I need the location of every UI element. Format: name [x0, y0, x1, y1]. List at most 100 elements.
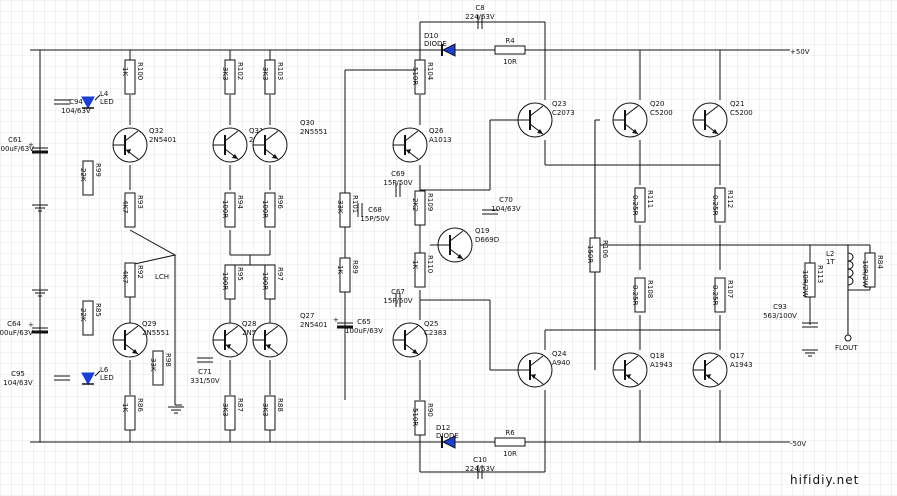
resistor-ref: R98 — [164, 353, 172, 367]
transistor-ref: Q24 — [552, 350, 567, 358]
resistor-ref: R93 — [136, 195, 144, 209]
resistor-ref: R90 — [426, 403, 434, 417]
transistor-ref: Q21 — [730, 100, 744, 108]
capacitor-ref: C10 — [473, 456, 487, 464]
resistor-ref: R111 — [646, 190, 654, 208]
resistor-ref: R89 — [351, 260, 359, 274]
resistor-value: 10R/2W — [801, 270, 809, 298]
lch-net-label: LCH — [155, 273, 169, 281]
resistor-value: 100R — [221, 200, 229, 218]
capacitor-value: 563/100V — [763, 312, 797, 320]
transistor-ref: Q31 — [249, 127, 263, 135]
transistor-part: A1943 — [650, 361, 673, 369]
diode-part: LED — [100, 374, 114, 382]
transistor-part: A1943 — [730, 361, 753, 369]
resistor-value: 100R — [221, 272, 229, 290]
resistor-value: 2K2 — [411, 198, 419, 212]
resistor-value: 1K — [121, 403, 129, 412]
transistor-ref: Q32 — [149, 127, 163, 135]
resistor-ref: R99 — [94, 163, 102, 177]
resistor-ref: R95 — [236, 267, 244, 281]
resistor-ref: R102 — [236, 62, 244, 80]
capacitor-ref: C68 — [368, 206, 382, 214]
resistor-ref: R96 — [276, 195, 284, 209]
transistor-part: 2N5551 — [300, 128, 328, 136]
capacitor-ref: C95 — [11, 370, 25, 378]
positive-rail-label: +50V — [790, 48, 810, 56]
capacitor-ref: C93 — [773, 303, 787, 311]
transistor-ref: Q30 — [300, 119, 314, 127]
output-terminal — [844, 334, 852, 342]
transistor-part: C2383 — [424, 329, 447, 337]
capacitor-value: 15P/50V — [360, 215, 389, 223]
transistor-q31: Q312N5551 — [212, 127, 277, 163]
capacitor-value: 224/63V — [465, 465, 495, 473]
transistor-part: C2073 — [552, 109, 575, 117]
capacitor-c61: +C61100uF/63V — [0, 136, 48, 154]
transistor-ref: Q23 — [552, 100, 566, 108]
diode-ref: D12 — [436, 424, 450, 432]
resistor-ref: R4 — [505, 37, 515, 45]
capacitor-value: 104/63V — [61, 107, 91, 115]
transistor-part: D669D — [475, 236, 499, 244]
capacitor-value: 104/63V — [3, 379, 33, 387]
resistor-ref: R6 — [505, 429, 515, 437]
resistor-ref: R107 — [726, 280, 734, 298]
capacitor-ref: C64 — [7, 320, 21, 328]
resistor-value: 33K — [149, 358, 157, 372]
resistor-value: 0.25R — [711, 195, 719, 216]
resistor-value: 10R/2W — [861, 260, 869, 288]
resistor-ref: R88 — [276, 398, 284, 412]
transistor-ref: Q29 — [142, 320, 156, 328]
resistor-ref: R87 — [236, 398, 244, 412]
transistor-ref: Q19 — [475, 227, 489, 235]
ground-symbol — [32, 204, 48, 212]
capacitor-value: 100uF/63V — [345, 327, 383, 335]
capacitor-ref: C8 — [475, 4, 484, 12]
diode-part: DIODE — [424, 40, 447, 48]
resistor-value: 1K — [411, 260, 419, 269]
transistor-part: 2N5551 — [142, 329, 170, 337]
wiring — [30, 21, 871, 473]
diode-ref: L6 — [100, 366, 109, 374]
resistor-value: 150R — [586, 245, 594, 263]
transistor-part: 2N5401 — [149, 136, 177, 144]
transistor-ref: Q27 — [300, 312, 314, 320]
transistor-part: A1013 — [429, 136, 452, 144]
ground-symbol — [32, 289, 48, 297]
ground-symbol — [168, 406, 184, 414]
components: D10DIODED12DIODEL4LEDL6LEDC8224/63VC1022… — [0, 4, 884, 479]
transistor-ref: Q20 — [650, 100, 664, 108]
capacitor-value: 15P/50V — [383, 179, 412, 187]
resistor-ref: R110 — [426, 255, 434, 273]
resistor-r95: R95 100R — [221, 264, 244, 300]
